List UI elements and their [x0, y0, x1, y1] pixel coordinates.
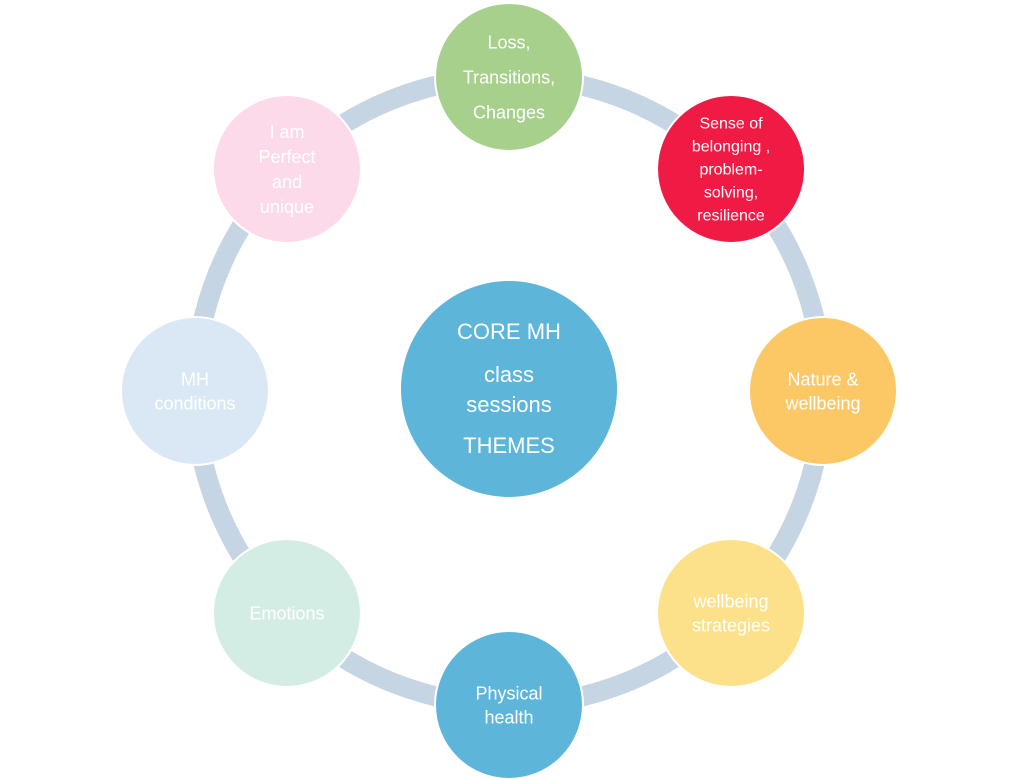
node-label: Loss, Transitions, Changes — [463, 32, 555, 122]
node-circle — [748, 316, 898, 466]
label-line: Sense of — [699, 116, 763, 133]
node-circle — [656, 538, 807, 689]
label-line: Nature & — [787, 369, 858, 389]
label-line: MH — [181, 369, 209, 389]
label-line: Perfect — [258, 147, 315, 167]
label-line: strategies — [692, 615, 770, 635]
label-line: Changes — [473, 102, 545, 122]
node-physical-health: Physical health — [434, 630, 584, 779]
label-line: wellbeing — [784, 393, 860, 413]
center-label-line: CORE MH — [457, 319, 561, 344]
label-line: unique — [260, 197, 314, 217]
label-line: resilience — [697, 208, 765, 225]
label-line: wellbeing — [693, 591, 769, 611]
node-label: wellbeing strategies — [692, 591, 770, 635]
label-line: belonging , — [692, 139, 770, 156]
label-line: Transitions, — [463, 67, 555, 87]
label-line: Loss, — [487, 32, 530, 52]
node-circle — [434, 630, 584, 779]
node-label: MH conditions — [154, 369, 235, 413]
center-label-line: sessions — [466, 392, 552, 417]
node-label: I am Perfect and unique — [258, 122, 315, 217]
label-line: health — [484, 707, 533, 727]
node-circle — [656, 93, 807, 244]
node-nature-wellbeing: Nature & wellbeing — [748, 316, 898, 466]
label-line: I am — [269, 122, 304, 142]
node-label: Emotions — [249, 603, 324, 623]
label-line: solving, — [704, 185, 758, 202]
node-circle — [211, 93, 362, 244]
node-circle — [211, 538, 362, 689]
node-circle — [434, 2, 584, 152]
center-circle — [401, 281, 617, 497]
label-line: problem- — [699, 162, 762, 179]
label-line: and — [272, 172, 302, 192]
node-mh-conditions: MH conditions — [120, 316, 270, 466]
node-label: Nature & wellbeing — [784, 369, 860, 413]
center-label-line: THEMES — [463, 433, 555, 458]
node-emotions: Emotions — [211, 538, 362, 689]
label-line: conditions — [154, 393, 235, 413]
label-line: Emotions — [249, 603, 324, 623]
node-loss-transitions-changes: Loss, Transitions, Changes — [434, 2, 584, 152]
node-label: Physical health — [475, 683, 542, 727]
node-sense-of-belonging: Sense of belonging , problem-solving, resil… — [656, 93, 807, 244]
node-circle — [120, 316, 270, 466]
label-line: Physical — [475, 683, 542, 703]
node-label: Sense of belonging , problem-solving, resil… — [692, 116, 770, 225]
node-i-am-perfect: I am Perfect and unique — [211, 93, 362, 244]
center-label-line: class — [484, 362, 534, 387]
node-wellbeing-strategies: wellbeing strategies — [656, 538, 807, 689]
